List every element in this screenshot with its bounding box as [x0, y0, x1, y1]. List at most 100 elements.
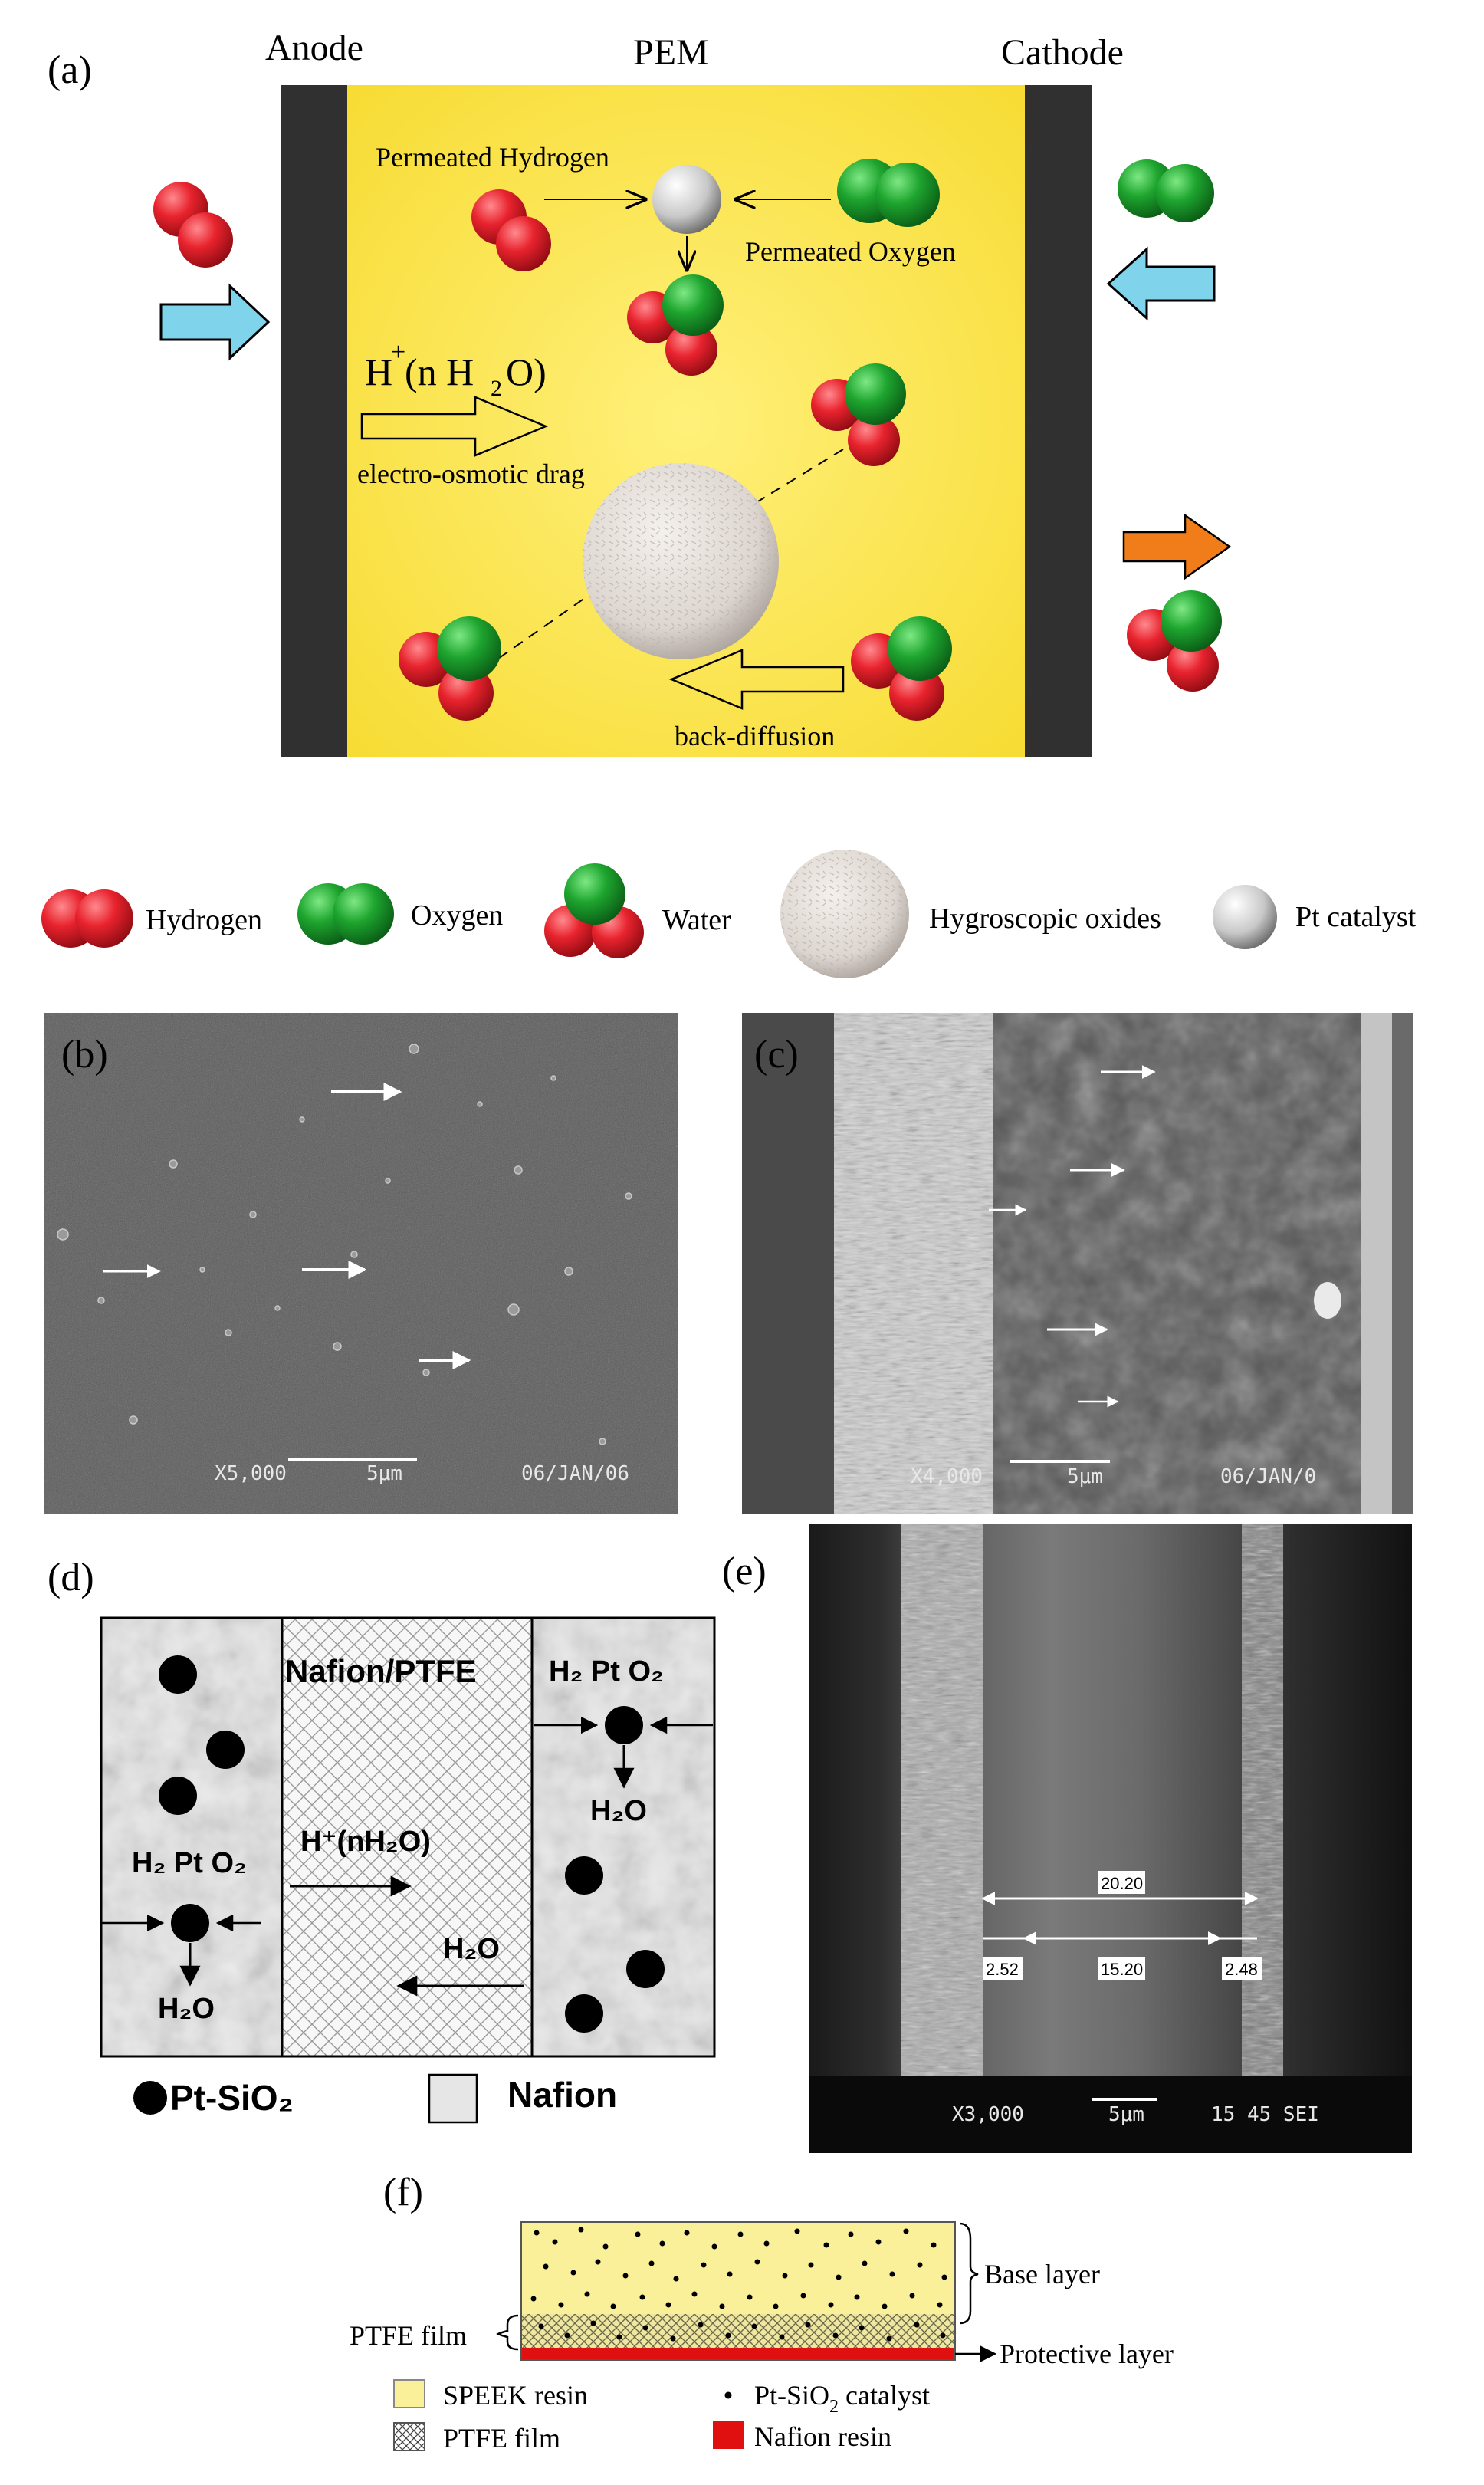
ptfe-film-brace-icon: [496, 2314, 519, 2351]
panel-d-letter: (d): [48, 1556, 94, 1599]
ptfe-film-label: PTFE film: [350, 2320, 467, 2351]
panel-c-magnification: X4,000: [911, 1465, 983, 1488]
panel-c-date: 06/JAN/0: [1220, 1465, 1316, 1488]
panel-d-proton-label: H⁺(nH₂O): [300, 1826, 431, 1858]
hygroscopic-oxide-sphere: [583, 463, 779, 659]
panel-d-left-water: H₂O: [158, 1993, 215, 2025]
back-diffusion-label: back-diffusion: [675, 721, 835, 751]
legend-ptfe-swatch: [393, 2422, 425, 2451]
panel-d-left-species: H₂ Pt O₂: [132, 1847, 247, 1879]
panel-e-magnification: X3,000: [952, 2103, 1024, 2126]
panel-a-letter: (a): [48, 48, 92, 92]
hydrogen-inlet-molecule: [153, 182, 233, 268]
panel-c-scale-label: 5μm: [1067, 1465, 1103, 1488]
panel-e-right-label: 2.48: [1225, 1960, 1258, 1979]
permeated-hydrogen-label: Permeated Hydrogen: [376, 142, 609, 173]
proton-sub2: 2: [491, 376, 502, 401]
panel-b-particles: [57, 1044, 632, 1445]
panel-d-right-pt-particle: [605, 1706, 643, 1744]
panel-d-legend-pt-icon: [133, 2081, 167, 2115]
legend-pt-icon: [1213, 885, 1277, 949]
panel-f-protective-layer: [521, 2348, 955, 2360]
legend-nafion-swatch: [713, 2421, 744, 2449]
panel-f-ptfe-layer: [521, 2314, 955, 2348]
permeated-oxygen-label: Permeated Oxygen: [745, 236, 956, 267]
legend-catalyst-sub: 2: [829, 2397, 839, 2417]
panel-f-catalyst-dots: [530, 2227, 947, 2342]
panel-d-left-pt-particle: [171, 1904, 209, 1942]
legend-oxides-label: Hygroscopic oxides: [929, 902, 1161, 935]
base-layer-brace-icon: [959, 2222, 979, 2325]
panel-e-scale-label: 5μm: [1108, 2103, 1144, 2126]
proton-h: H: [365, 350, 392, 393]
panel-d-center-label: Nafion/PTFE: [285, 1653, 477, 1689]
back-diffusion-arrow-icon: [668, 649, 845, 710]
panel-f: (f) Base layer PTFE film Pro: [350, 2171, 1174, 2454]
panel-d-right-species: H₂ Pt O₂: [549, 1655, 664, 1688]
water-molecule-top: [627, 274, 724, 376]
water-outlet-arrow-icon: [1122, 513, 1232, 580]
panel-e: (e) 20.20 15.20 2.52 2.48 X3,000 5μm 15 …: [722, 1524, 1412, 2153]
water-molecule-right: [811, 363, 906, 466]
panel-d-legend-nafion-icon: [428, 2073, 478, 2124]
panel-b-letter: (b): [61, 1033, 108, 1077]
panel-a: (a) Anode PEM Cathode Permeated Hydrogen: [48, 28, 1232, 757]
oxide-link-dash-1: [712, 449, 844, 530]
proton-plus: +: [391, 338, 405, 367]
legend-catalyst-word: catalyst: [839, 2380, 930, 2411]
water-molecule-bottom-right: [851, 616, 952, 721]
panel-d-frame: [100, 1616, 716, 2058]
anode-label: Anode: [265, 28, 363, 68]
proton-water: (n H: [405, 350, 474, 393]
panel-c-letter: (c): [754, 1033, 799, 1077]
proton-o: O): [506, 350, 547, 393]
cathode-electrode: [1025, 85, 1092, 757]
base-layer-label: Base layer: [984, 2259, 1100, 2289]
water-outlet-molecule: [1127, 590, 1222, 692]
panel-e-info-bar: [809, 2076, 1412, 2153]
drag-label: electro-osmotic drag: [357, 459, 585, 489]
legend-speek-label: SPEEK resin: [443, 2380, 588, 2411]
oxygen-inlet-arrow-icon: [1106, 246, 1216, 321]
panel-d-legend-pt-label: Pt-SiO₂: [170, 2078, 294, 2118]
drag-arrow-icon: [360, 396, 549, 457]
panel-e-middle-label: 15.20: [1101, 1960, 1143, 1979]
legend-catalyst-pt: Pt-SiO: [754, 2380, 829, 2411]
panel-e-left-label: 2.52: [986, 1960, 1019, 1979]
permeated-oxygen-molecule: [837, 159, 940, 227]
water-molecule-bottom-left: [399, 616, 501, 721]
permeated-hydrogen-molecule: [471, 189, 551, 271]
protective-layer-label: Protective layer: [1000, 2339, 1174, 2369]
panel-d-left-particles: [159, 1655, 245, 1815]
legend-catalyst-icon: [724, 2391, 732, 2399]
legend-oxygen-icon: [297, 883, 394, 945]
pem-label: PEM: [633, 32, 709, 73]
panel-e-sem-image: [809, 1524, 1412, 2153]
panel-e-info: 15 45 SEI: [1211, 2103, 1319, 2126]
legend-catalyst-label: Pt-SiO2 catalyst: [754, 2380, 930, 2417]
panel-c: (c) X4,000 5μm 06/JAN/0: [742, 1013, 1413, 1514]
hydrogen-inlet-arrow-icon: [159, 283, 271, 361]
panel-f-base-layer: [521, 2222, 955, 2314]
legend-oxide-icon: [780, 850, 909, 978]
panel-f-frame: [520, 2221, 956, 2361]
panel-b: (b) X5,000 5μm 06/JAN/06: [44, 1013, 678, 1514]
proton-label: H + (n H 2 O): [365, 338, 547, 401]
pt-catalyst-particle: [652, 165, 721, 234]
panel-e-letter: (e): [722, 1550, 767, 1593]
panel-d-water-back-label: H₂O: [443, 1933, 500, 1965]
panel-b-date: 06/JAN/06: [521, 1462, 629, 1485]
cathode-label: Cathode: [1001, 32, 1124, 73]
panel-d-right-water: H₂O: [590, 1795, 647, 1827]
species-legend: Hydrogen Oxygen Water Hygroscopic oxides…: [41, 850, 1417, 978]
panel-d: (d) Nafion/PTFE H₂ Pt O₂ H₂O H⁺(nH₂O) H₂…: [48, 1556, 716, 2124]
legend-nafion-label: Nafion resin: [754, 2421, 891, 2452]
panel-f-letter: (f): [383, 2171, 423, 2214]
legend-water-label: Water: [662, 904, 731, 936]
legend-ptfe-label: PTFE film: [443, 2423, 560, 2454]
oxide-link-dash-2: [490, 588, 599, 665]
legend-oxygen-label: Oxygen: [411, 899, 503, 932]
legend-pt-label: Pt catalyst: [1295, 901, 1417, 933]
oxygen-inlet-molecule: [1118, 159, 1214, 222]
